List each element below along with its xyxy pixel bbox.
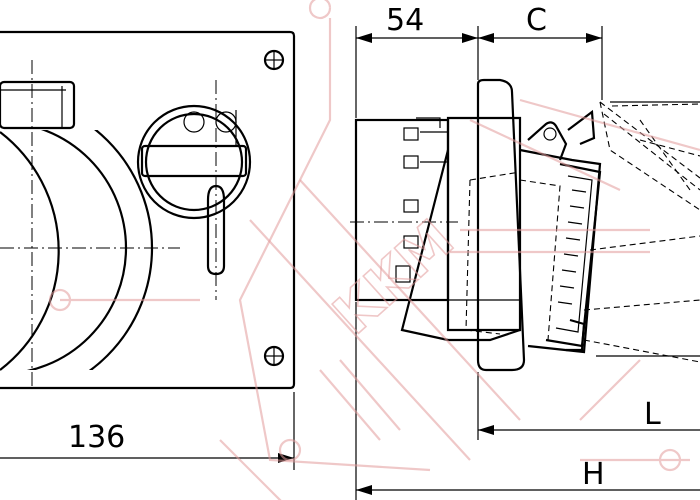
label-h: H bbox=[582, 457, 605, 492]
open-lid-dashed bbox=[599, 101, 700, 211]
front-view bbox=[0, 30, 296, 390]
front-plate-outline bbox=[0, 30, 296, 390]
label-136: 136 bbox=[68, 420, 125, 455]
socket-lid-hinge bbox=[0, 80, 76, 130]
dimension-136: 136 bbox=[0, 392, 295, 470]
screw-top-icon bbox=[263, 49, 285, 71]
label-54: 54 bbox=[386, 3, 424, 38]
dimension-54-c: 54 C bbox=[355, 3, 603, 118]
rotary-switch bbox=[136, 104, 252, 220]
label-l: L bbox=[644, 397, 661, 432]
mounting-body bbox=[446, 116, 522, 332]
screw-bottom-icon bbox=[263, 345, 285, 367]
side-view bbox=[350, 78, 700, 372]
socket-outer-ring bbox=[0, 131, 60, 371]
dimension-h: H bbox=[355, 302, 700, 500]
dimension-l: L bbox=[477, 372, 700, 440]
front-flange bbox=[476, 78, 526, 372]
label-c: C bbox=[526, 3, 547, 38]
tilted-socket bbox=[519, 109, 602, 354]
lock-slot bbox=[206, 184, 226, 276]
